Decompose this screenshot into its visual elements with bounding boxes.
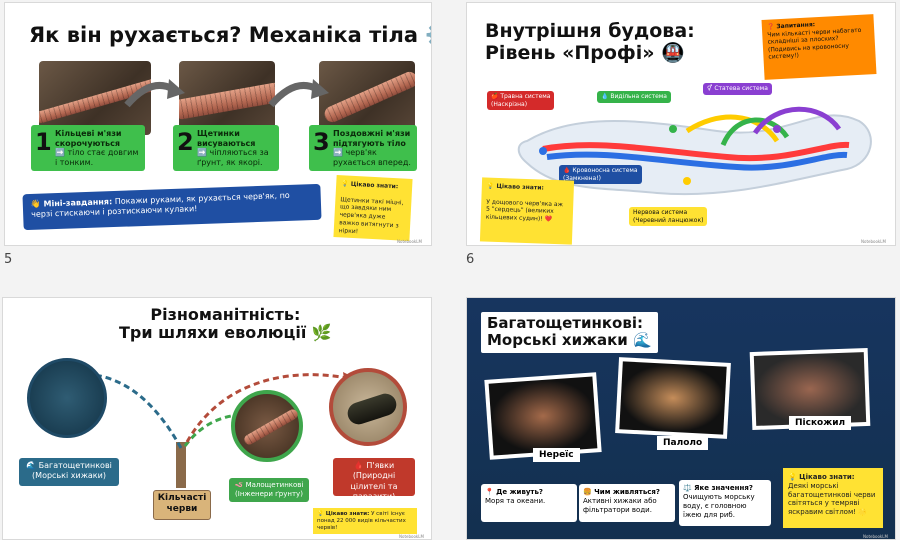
step-card-3: 3 Поздовжні м'язи підтягують тіло➡️ черв… bbox=[309, 125, 417, 171]
slide-number: 5 bbox=[4, 252, 13, 267]
fact-note: 💡 Цікаво знати: У світі існує понад 22 0… bbox=[313, 508, 417, 534]
slide-number: 6 bbox=[466, 252, 475, 267]
label-title: 💧 Видільна система bbox=[601, 93, 667, 100]
info-title: 🍔 Чим живляться? bbox=[583, 488, 660, 496]
step-heading: Поздовжні м'язи підтягують тіло bbox=[333, 129, 411, 148]
step-text: ➡️ чіпляються за ґрунт, як якорі. bbox=[197, 148, 269, 167]
excretory-system-label: 💧 Видільна система bbox=[597, 91, 671, 103]
branch-title: 🩸 П'явки bbox=[353, 461, 395, 470]
step-card-2: 2 Щетинки висуваються➡️ чіпляються за ґр… bbox=[173, 125, 279, 171]
brand-label: NotebookLM bbox=[861, 239, 886, 244]
earthworm-photo bbox=[231, 390, 303, 462]
arrow-icon bbox=[268, 79, 329, 108]
fact-text: У дощового черв'яка аж 5 "сердець" (вели… bbox=[485, 198, 564, 224]
info-card-habitat: 📍 Де живуть? Моря та океани. bbox=[481, 484, 577, 522]
brand-label: NotebookLM bbox=[397, 239, 422, 244]
arrow-icon bbox=[124, 79, 185, 108]
slide-thumbnail-7[interactable]: Різноманітність: Три шляхи еволюції 🌿 🌊 … bbox=[2, 297, 432, 540]
slide-thumbnail-6[interactable]: Внутрішня будова: Рівень «Профі» 🚇 ❓ Зап… bbox=[466, 2, 896, 246]
info-text: Активні хижаки або фільтратори води. bbox=[583, 497, 657, 515]
photo-card-palolo bbox=[615, 357, 731, 439]
slide-title-line-2: Три шляхи еволюції 🌿 bbox=[119, 323, 332, 343]
slide-title-line-2: Морські хижаки 🌊 bbox=[487, 331, 652, 350]
slide-title: Внутрішня будова: Рівень «Профі» 🚇 bbox=[485, 20, 695, 65]
fact-text: Щетинки такі міцні, що завдяки ним черв'… bbox=[338, 195, 404, 236]
slide-title: Як він рухається? Механіка тіла ⚙️ bbox=[29, 23, 432, 47]
branch-oligochaeta: 🪱 Малощетинкові (Інженери ґрунту) bbox=[229, 478, 309, 502]
fact-text: У світі існує понад 22 000 видів кільчас… bbox=[317, 511, 406, 532]
slide-title-line-1: Багатощетинкові: bbox=[487, 314, 643, 332]
label-sub: (Замкнена!) bbox=[563, 174, 601, 182]
branch-leeches: 🩸 П'явки (Природні цілителі та паразити) bbox=[333, 458, 415, 501]
question-text: Чим кількасті черви набагато складніші з… bbox=[767, 26, 862, 61]
photo-caption: Палоло bbox=[657, 436, 709, 450]
fact-title: 💡 Цікаво знати: bbox=[341, 180, 399, 191]
brand-label: NotebookLM bbox=[863, 534, 888, 539]
slide-title: Різноманітність: Три шляхи еволюції 🌿 bbox=[119, 305, 332, 343]
mini-task-banner: 👋 Міні-завдання: Покажи руками, як рухає… bbox=[22, 183, 322, 231]
fact-note: 💡 Цікаво знати: Деякі морські багатощети… bbox=[783, 468, 883, 528]
reproductive-system-label: ⚥ Статева система bbox=[703, 83, 772, 95]
slide-thumbnail-8[interactable]: Багатощетинкові: Морські хижаки 🌊 Нереїс… bbox=[466, 297, 896, 540]
fact-title: 💡 Цікаво знати: bbox=[486, 182, 545, 192]
slide-title: Багатощетинкові: Морські хижаки 🌊 bbox=[481, 312, 658, 353]
step-number: 3 bbox=[313, 128, 330, 156]
slide-thumbnail-5[interactable]: Як він рухається? Механіка тіла ⚙️ 1 Кіл… bbox=[4, 2, 432, 246]
branch-sub: (Природні цілителі та паразити) bbox=[350, 471, 398, 502]
step-text: ➡️ тіло стає довгим і тонким. bbox=[55, 148, 139, 167]
branch-sub: (Інженери ґрунту) bbox=[235, 490, 303, 499]
fact-note: 💡 Цікаво знати: Щетинки такі міцні, що з… bbox=[333, 175, 413, 241]
digestive-system-label: 🍎 Травна система(Наскрізна) bbox=[487, 91, 555, 110]
fact-text: Деякі морські багатощетинкові черви світ… bbox=[788, 481, 876, 516]
circulatory-system-label: 🩸 Кровоносна система(Замкнена!) bbox=[559, 165, 642, 184]
polychaete-photo bbox=[27, 358, 107, 438]
worm-photo-2 bbox=[179, 61, 275, 135]
photo-caption: Піскожил bbox=[789, 416, 852, 430]
info-title: 📍 Де живуть? bbox=[485, 488, 543, 496]
info-text: Моря та океани. bbox=[485, 497, 546, 506]
question-note: ❓ Запитання: Чим кількасті черви набагат… bbox=[761, 14, 877, 80]
slide-title-line-1: Різноманітність: bbox=[150, 305, 301, 324]
label-sub: (Наскрізна) bbox=[491, 100, 528, 108]
step-heading: Щетинки висуваються bbox=[197, 129, 256, 148]
label-title: 🩸 Кровоносна система bbox=[563, 167, 638, 174]
photo-caption: Нереїс bbox=[533, 448, 580, 462]
leech-photo bbox=[329, 368, 407, 446]
fact-title: 💡 Цікаво знати: bbox=[788, 473, 855, 481]
slide-title-line-1: Внутрішня будова: bbox=[485, 20, 695, 42]
slide-title-line-2: Рівень «Профі» 🚇 bbox=[485, 41, 685, 64]
label-sub: (Черевний ланцюжок) bbox=[633, 216, 704, 224]
step-number: 1 bbox=[35, 128, 52, 156]
root-label: Кільчасті черви bbox=[153, 490, 211, 520]
branch-polychaeta: 🌊 Багатощетинкові (Морські хижаки) bbox=[19, 458, 119, 486]
info-card-diet: 🍔 Чим живляться? Активні хижаки або філь… bbox=[579, 484, 675, 522]
photo-card-nereis bbox=[484, 372, 602, 460]
info-title: ⚖️ Яке значення? bbox=[683, 484, 753, 492]
brand-label: NotebookLM bbox=[399, 534, 424, 539]
step-text: ➡️ черв'як рухається вперед. bbox=[333, 148, 411, 167]
worm-photo-3 bbox=[319, 61, 415, 135]
branch-title: 🌊 Багатощетинкові bbox=[26, 461, 112, 470]
label-title: ⚥ Статева система bbox=[707, 85, 768, 92]
branch-sub: (Морські хижаки) bbox=[32, 471, 106, 481]
label-title: 🍎 Травна система bbox=[491, 93, 551, 100]
info-text: Очищують морську воду, є головною їжею д… bbox=[683, 493, 755, 520]
step-card-1: 1 Кільцеві м'язи скорочуються➡️ тіло ста… bbox=[31, 125, 145, 171]
branch-title: 🪱 Малощетинкові bbox=[234, 481, 304, 489]
fact-note: 💡 Цікаво знати: У дощового черв'яка аж 5… bbox=[479, 177, 575, 245]
nervous-system-label: Нервова система(Черевний ланцюжок) bbox=[629, 207, 708, 226]
step-heading: Кільцеві м'язи скорочуються bbox=[55, 129, 122, 148]
fact-title: 💡 Цікаво знати: bbox=[317, 511, 370, 517]
step-number: 2 bbox=[177, 128, 194, 156]
info-card-importance: ⚖️ Яке значення? Очищують морську воду, … bbox=[679, 480, 771, 526]
label-title: Нервова система bbox=[633, 209, 688, 216]
